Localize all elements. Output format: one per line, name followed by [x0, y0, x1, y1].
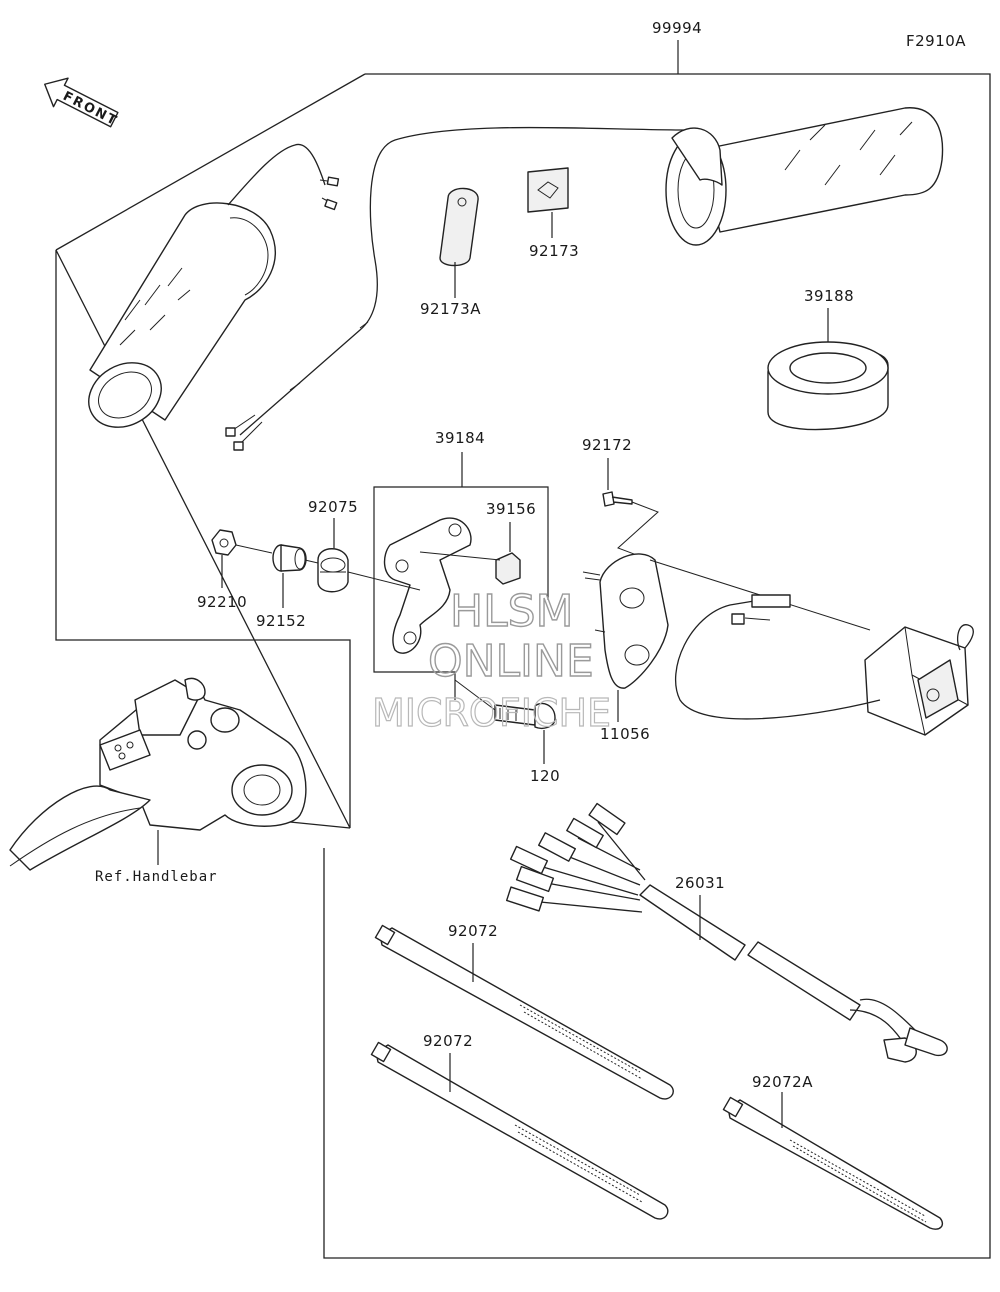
exploded-line — [419, 551, 501, 561]
figure-code: F2910A — [906, 32, 966, 50]
heater-controller-unit — [864, 626, 969, 736]
label-92173: 92173 — [529, 242, 579, 260]
label-39184: 39184 — [435, 429, 485, 447]
exploded-line — [235, 544, 421, 591]
label-92072-lower: 92072 — [423, 1032, 473, 1050]
connector-icon — [225, 427, 236, 437]
label-92072-upper: 92072 — [448, 922, 498, 940]
label-92152: 92152 — [256, 612, 306, 630]
controller-cable — [675, 599, 881, 720]
part-92210-nut — [211, 529, 237, 556]
label-26031: 26031 — [675, 874, 725, 892]
grip-harness-wire — [239, 126, 686, 436]
label-92072A: 92072A — [752, 1073, 813, 1091]
bracket-bolt — [582, 571, 601, 581]
left-heated-grip — [88, 202, 276, 428]
label-92210: 92210 — [197, 593, 247, 611]
part-92173-pad — [527, 167, 569, 213]
connector-icon — [731, 613, 745, 625]
label-39188: 39188 — [804, 287, 854, 305]
part-92173A-cover — [439, 187, 479, 267]
frame-link — [289, 821, 351, 829]
brake-lever-edge — [9, 807, 141, 867]
kit-frame-edge — [55, 73, 366, 251]
part-92152-collar — [272, 544, 307, 572]
label-39156: 39156 — [486, 500, 536, 518]
part-92072-tie-upper — [374, 924, 674, 1100]
connector-icon — [751, 594, 791, 608]
svg-text:ONLINE: ONLINE — [428, 636, 594, 687]
exploded-line — [617, 501, 659, 561]
label-92172: 92172 — [582, 436, 632, 454]
connector-icon — [326, 176, 340, 187]
part-92072A-tie — [722, 1096, 944, 1230]
wire-sleeve — [289, 321, 369, 391]
exploded-line — [454, 679, 496, 711]
svg-text:HLSM: HLSM — [450, 586, 574, 637]
left-grip-wire — [227, 144, 326, 206]
kit-frame — [55, 73, 991, 1259]
watermark: HLSM ONLINE MICROFICHE — [371, 585, 611, 735]
leader-39184 — [373, 452, 549, 700]
part-39184-bracket — [383, 517, 472, 654]
part-92075-grommet — [317, 548, 349, 593]
front-arrow-icon: FRONT — [44, 77, 120, 129]
bolt-thread — [499, 708, 517, 721]
svg-text:MICROFICHE: MICROFICHE — [372, 691, 611, 735]
label-99994: 99994 — [652, 19, 702, 37]
part-39188-ring — [767, 341, 889, 431]
label-92173A: 92173A — [420, 300, 481, 318]
label-92075: 92075 — [308, 498, 358, 516]
connector-icon — [324, 198, 338, 211]
label-120: 120 — [530, 767, 560, 785]
label-11056: 11056 — [600, 725, 650, 743]
handlebar-master-cylinder — [99, 677, 307, 831]
label-ref-handlebar: Ref.Handlebar — [95, 869, 218, 885]
part-120-bolt-head — [534, 702, 556, 729]
bracket-stud — [594, 629, 606, 633]
part-92172-screw — [602, 491, 633, 507]
part-92072-tie-lower — [370, 1041, 669, 1220]
controller-loop — [957, 624, 974, 651]
connector-icon — [233, 441, 244, 451]
right-heated-grip — [665, 107, 944, 246]
part-39156-pad — [495, 552, 521, 585]
part-11056-bracket — [599, 553, 669, 689]
part-26031-harness — [505, 802, 948, 1063]
brake-lever — [9, 785, 151, 871]
